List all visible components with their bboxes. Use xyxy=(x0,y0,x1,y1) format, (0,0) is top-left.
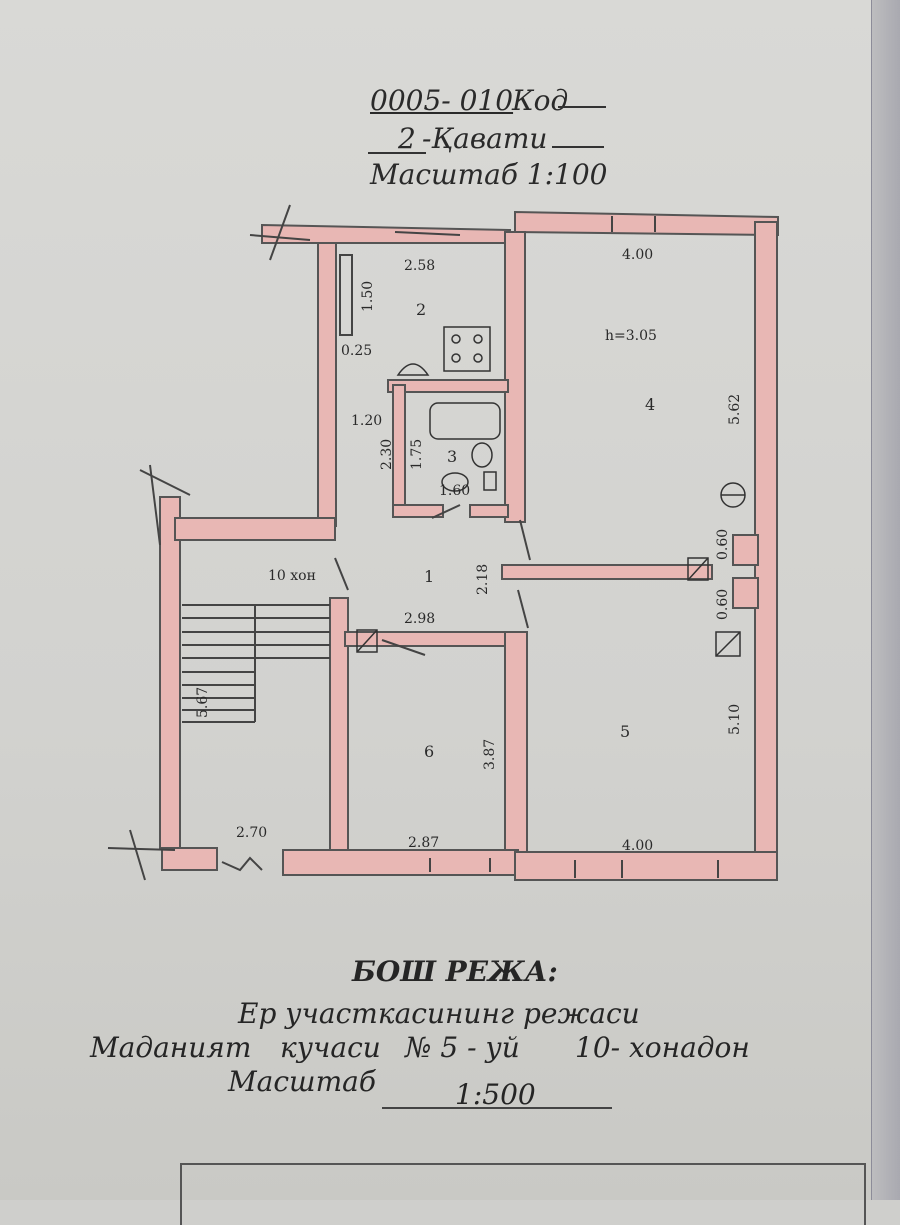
wall-top xyxy=(261,223,511,244)
wall-bottom-left xyxy=(161,847,218,871)
room-5-label: 5 xyxy=(620,722,630,741)
page-edge xyxy=(871,0,900,1200)
wall-bath-bottom-r xyxy=(469,504,509,518)
room-4-label: 4 xyxy=(645,395,655,414)
dim-0-25: 0.25 xyxy=(341,343,372,359)
dim-2-30: 2.30 xyxy=(379,439,395,470)
code-number: 0005- 010 xyxy=(370,84,514,117)
vent-icon-3 xyxy=(715,631,741,657)
dim-2-98: 2.98 xyxy=(404,611,435,627)
bathtub-icon xyxy=(429,402,501,440)
washbasin-icon xyxy=(471,442,493,468)
site-scale-value: 1:500 xyxy=(455,1078,536,1111)
wall-4-5 xyxy=(501,564,713,580)
apartment-number: 10- хонадон xyxy=(575,1031,750,1064)
vent-icon-1 xyxy=(356,629,378,653)
dim-2-87: 2.87 xyxy=(408,835,439,851)
floor-number: 2 xyxy=(398,122,416,155)
wall-stair-top xyxy=(174,517,336,541)
general-plan-heading: БОШ РЕЖА: xyxy=(352,955,558,988)
room-1-label: 1 xyxy=(424,567,434,586)
code-underline xyxy=(558,104,606,108)
wall-bottom-right xyxy=(514,851,778,881)
site-scale-label: Масштаб xyxy=(228,1065,376,1098)
floor-plan: 1 2 3 4 5 6 2.58 1.50 0.25 1.20 2.30 1.7… xyxy=(107,204,779,881)
room-6-label: 6 xyxy=(424,742,434,761)
street-word: кучаси xyxy=(280,1031,381,1064)
plan-scale: Масштаб 1:100 xyxy=(370,158,608,191)
floor-underline-left xyxy=(368,134,426,154)
dim-2-58: 2.58 xyxy=(404,258,435,274)
house-number: № 5 - уй xyxy=(405,1031,520,1064)
floor-underline-right xyxy=(552,144,604,148)
site-scale-underline xyxy=(382,1105,612,1109)
stove-icon xyxy=(443,326,491,372)
room-3-label: 3 xyxy=(447,447,457,466)
wall-top-right xyxy=(514,210,779,237)
dim-2-18: 2.18 xyxy=(475,564,491,595)
stair-label: 10 хон xyxy=(268,568,316,584)
wall-room6-top xyxy=(344,631,506,647)
dim-0-60-b: 0.60 xyxy=(715,589,731,620)
dim-5-10: 5.10 xyxy=(727,704,743,735)
street-name: Маданият xyxy=(90,1031,252,1064)
dim-5-67: 5.67 xyxy=(195,687,211,718)
wall-right-notch2 xyxy=(732,577,759,609)
dim-5-62: 5.62 xyxy=(727,394,743,425)
wall-left-upper xyxy=(317,242,337,527)
wall-right-notch xyxy=(732,534,759,566)
dim-4-00-top: 4.00 xyxy=(622,247,653,263)
title-frame xyxy=(180,1163,866,1225)
dim-3-87: 3.87 xyxy=(482,739,498,770)
sink-icon xyxy=(396,363,430,376)
wall-room4-left xyxy=(504,231,526,523)
wall-kitchen-bottom xyxy=(387,379,509,393)
vent-icon-2 xyxy=(687,557,709,581)
dim-1-20: 1.20 xyxy=(351,413,382,429)
wall-bath-bottom xyxy=(392,504,444,518)
dim-4-00-bottom: 4.00 xyxy=(622,838,653,854)
code-label: Код xyxy=(512,84,569,117)
dim-1-50: 1.50 xyxy=(360,281,376,312)
land-plot-title: Ер участкасининг режаси xyxy=(238,997,640,1030)
dim-0-60-a: 0.60 xyxy=(715,529,731,560)
wall-room5-left xyxy=(504,631,528,863)
room-2-label: 2 xyxy=(416,300,426,319)
toilet-icon xyxy=(441,472,469,492)
dim-1-60: 1.60 xyxy=(439,483,470,499)
ceiling-height: h=3.05 xyxy=(605,328,657,344)
wall-stair-left xyxy=(159,496,181,850)
dim-2-70: 2.70 xyxy=(236,825,267,841)
wall-bottom-mid xyxy=(282,849,519,876)
floor-label: -Қавати xyxy=(422,122,548,155)
dim-1-75: 1.75 xyxy=(409,439,425,470)
